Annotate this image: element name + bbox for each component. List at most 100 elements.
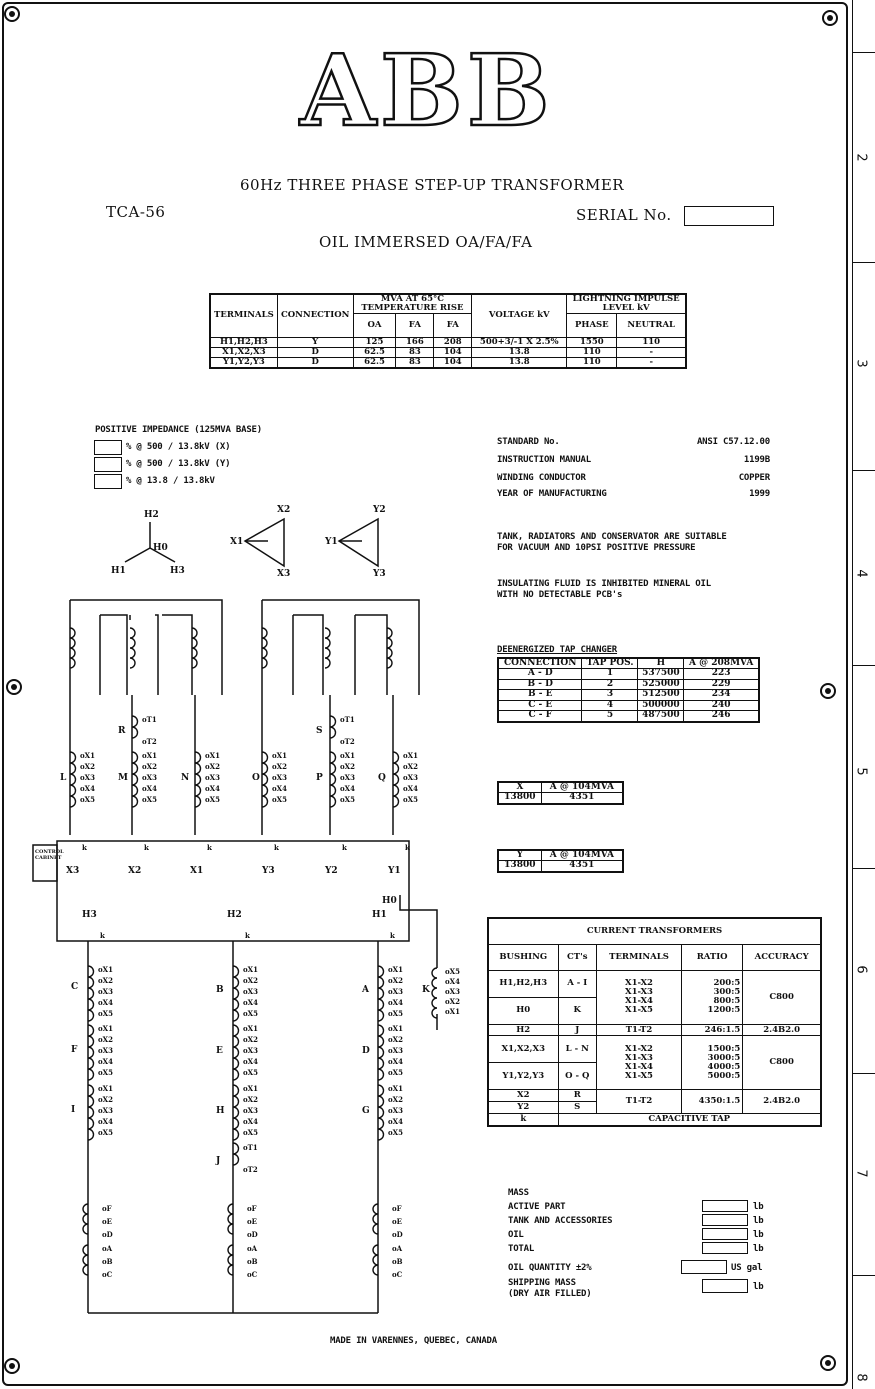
tap-lead-label: oF — [247, 1204, 257, 1213]
ct-tap-label: oX1 — [388, 965, 403, 974]
shipping-mass-label: SHIPPING MASS — [508, 1278, 576, 1288]
ct-tap-label: oX2 — [142, 762, 157, 771]
ct-tap-label: oX4 — [340, 784, 355, 793]
tap-lead-label: oA — [392, 1244, 403, 1253]
winding-coil — [324, 627, 331, 669]
terminal-label: X2 — [128, 866, 142, 876]
ct-tap-label: oX4 — [243, 1117, 258, 1126]
winding-coil — [377, 1024, 385, 1081]
ct-tap-label: oX2 — [403, 762, 418, 771]
ct-tap-label: oX3 — [388, 1046, 403, 1055]
ct-label: P — [316, 773, 323, 783]
delta-vector-icon — [243, 517, 285, 568]
mounting-hole-icon — [820, 1355, 836, 1371]
terminal-label: Y2 — [325, 866, 338, 876]
winding-coil — [131, 715, 139, 739]
terminal-label: Y1 — [388, 866, 401, 876]
tap-lead-label: oD — [392, 1230, 403, 1239]
ct-tap-label: oX5 — [340, 795, 355, 804]
ct-tap-label: oX1 — [403, 751, 418, 760]
ct-tap-label: oX4 — [403, 784, 418, 793]
nameplate-title: 60Hz THREE PHASE STEP-UP TRANSFORMER — [240, 176, 625, 194]
header-voltage: VOLTAGE kV — [471, 293, 568, 338]
terminal-label: H0 — [153, 543, 168, 553]
serial-number-field — [684, 206, 774, 226]
ct-tap-label: oX3 — [98, 1106, 113, 1115]
ct-tap-label: oX1 — [243, 965, 258, 974]
ct-tap-label: oX5 — [80, 795, 95, 804]
ct-tap-label: oX5 — [243, 1068, 258, 1077]
header-neutral: NEUTRAL — [616, 312, 687, 338]
winding-coil — [232, 1142, 240, 1166]
ct-tap-label: oX2 — [388, 976, 403, 985]
ct-tap-label: oX2 — [80, 762, 95, 771]
winding-coil — [191, 627, 198, 669]
ct-label: F — [71, 1045, 78, 1055]
ct-tap-label: oT2 — [243, 1165, 258, 1174]
spec-value: 1999 — [749, 489, 770, 499]
oil-quantity-label: OIL QUANTITY ±2% — [508, 1263, 592, 1273]
header-fa: FA — [433, 312, 473, 338]
ct-tap-label: oX3 — [98, 987, 113, 996]
shipping-mass-label: (DRY AIR FILLED) — [508, 1289, 592, 1299]
mass-title: MASS — [508, 1188, 529, 1198]
ct-tap-label: oT1 — [340, 715, 355, 724]
ct-label: S — [316, 726, 323, 736]
terminal-label: X2 — [277, 505, 291, 515]
ct-tap-label: oX4 — [388, 1057, 403, 1066]
header-connection: CONNECTION — [276, 293, 354, 338]
ct-tap-label: oX4 — [388, 998, 403, 1007]
winding-coil — [431, 967, 438, 1019]
ct-label: C — [71, 982, 79, 992]
header-oa: OA — [352, 312, 397, 338]
winding-coil — [372, 1244, 379, 1276]
winding-coil — [377, 965, 385, 1022]
winding-coil — [232, 965, 240, 1022]
capacitive-tap-label: k — [342, 843, 347, 852]
spec-label: STANDARD No. — [497, 437, 560, 447]
spec-value: COPPER — [738, 473, 771, 483]
winding-coil — [329, 751, 337, 808]
impedance-value-field — [94, 440, 122, 455]
terminal-label: H2 — [144, 510, 159, 520]
terminal-label: H3 — [82, 910, 97, 920]
ct-tap-label: oX2 — [243, 1035, 258, 1044]
ct-tap-label: oX2 — [98, 1095, 113, 1104]
terminal-label: Y3 — [262, 866, 275, 876]
ct-tap-label: oX1 — [388, 1024, 403, 1033]
winding-coil — [69, 627, 76, 669]
ct-tap-label: oX2 — [388, 1035, 403, 1044]
spec-value: 1199B — [743, 455, 770, 465]
ct-label: Q — [378, 773, 386, 783]
ct-tap-label: oX4 — [80, 784, 95, 793]
ct-label: R — [118, 726, 126, 736]
header-fa: FA — [395, 312, 435, 338]
delta-vector-icon — [337, 517, 379, 568]
ct-tap-label: oX4 — [243, 998, 258, 1007]
mass-value-field — [702, 1200, 748, 1212]
ct-label: A — [362, 985, 369, 995]
tap-lead-label: oF — [102, 1204, 112, 1213]
tap-lead-label: oD — [247, 1230, 258, 1239]
header-phase: PHASE — [566, 312, 618, 338]
ct-tap-label: oX5 — [98, 1068, 113, 1077]
capacitive-tap-label: k — [405, 843, 410, 852]
ct-tap-label: oX1 — [80, 751, 95, 760]
ct-tap-label: oT1 — [142, 715, 157, 724]
winding-coil — [232, 1024, 240, 1081]
capacitive-tap-label: k — [100, 931, 105, 940]
model-number: TCA-56 — [106, 203, 166, 221]
ct-tap-label: oX2 — [98, 1035, 113, 1044]
impedance-title: POSITIVE IMPEDANCE (125MVA BASE) — [95, 425, 262, 435]
ct-label: E — [216, 1046, 223, 1056]
ct-label: B — [216, 985, 224, 995]
tap-lead-label: oC — [247, 1270, 258, 1279]
ct-tap-label: oX5 — [403, 795, 418, 804]
mass-row-label: ACTIVE PART — [508, 1202, 566, 1212]
